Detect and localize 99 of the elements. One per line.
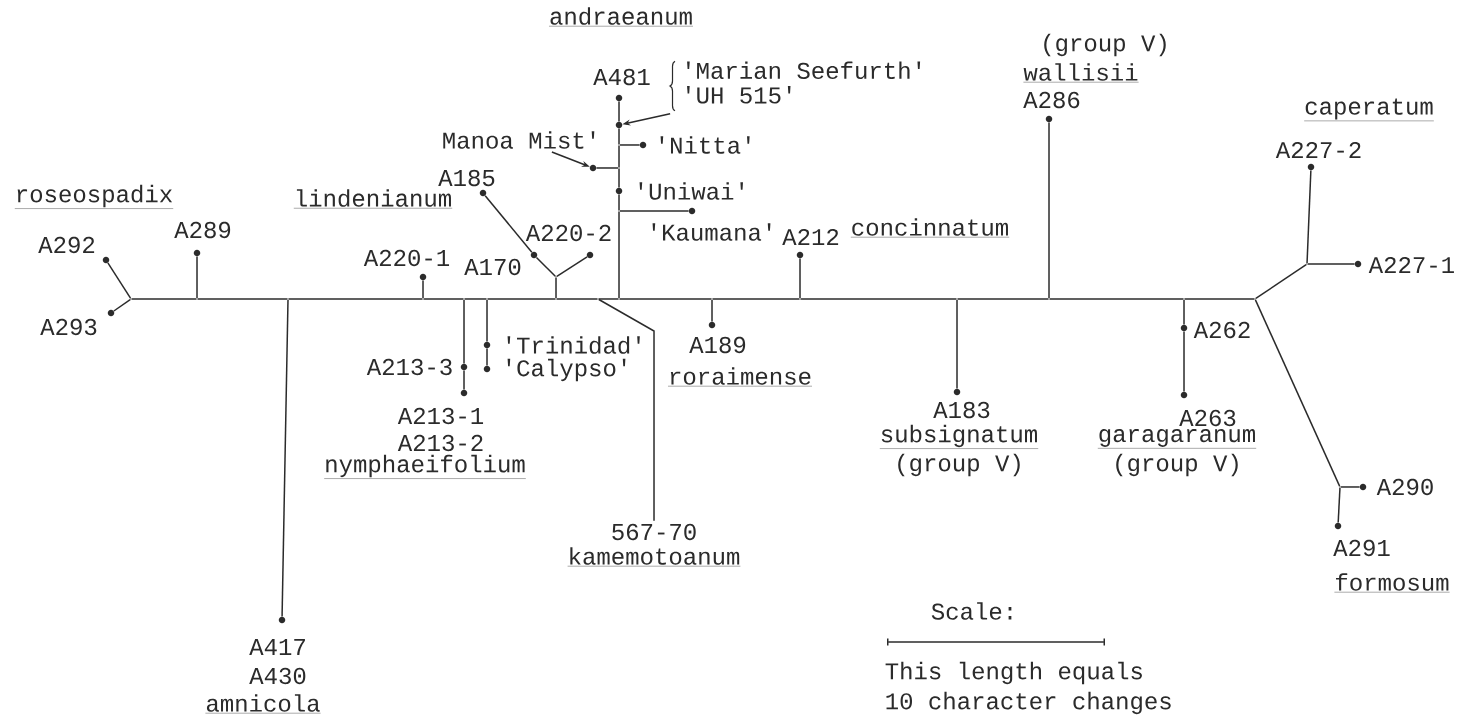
branch-line <box>484 194 533 254</box>
branch-line <box>619 144 641 146</box>
branch-line <box>1049 298 1184 300</box>
branch-line <box>1255 263 1307 300</box>
tip-label: A291 <box>1333 539 1390 557</box>
branch-line <box>107 262 132 299</box>
branch-line <box>196 255 198 299</box>
scale-title: Scale: <box>931 602 1012 620</box>
branch-line <box>463 369 465 391</box>
branch-line <box>197 298 288 300</box>
species-name: garagaranum <box>1097 429 1257 449</box>
branch-line <box>288 298 423 300</box>
branch-line <box>618 193 620 211</box>
branch-line <box>555 277 557 299</box>
species-name: concinnatum <box>850 218 1010 238</box>
branch-line <box>618 100 620 123</box>
tip-label: A185 <box>438 169 495 187</box>
branch-line <box>113 298 131 312</box>
group-note: (group V) <box>1116 453 1238 477</box>
tip-label: A481 <box>593 68 650 86</box>
species-name: roseospadix <box>14 184 174 209</box>
branch-line <box>487 298 556 300</box>
branch-line <box>712 298 800 300</box>
species-name: subsignatum <box>879 424 1039 449</box>
species-name: roraimense <box>667 367 813 387</box>
tip-label: 'Calypso' <box>507 358 626 382</box>
tip-label: A189 <box>689 336 746 354</box>
species-name: formosum <box>1334 573 1450 593</box>
branch-line <box>131 298 197 300</box>
cultivar-label: Manoa Mist' <box>443 131 595 149</box>
scale-note: 10 character changes <box>886 691 1171 715</box>
branch-line <box>800 298 957 300</box>
branch-line <box>1183 299 1185 326</box>
tip-label: A213-1 <box>397 407 484 425</box>
tip-label: 'Nitta' <box>660 136 750 154</box>
species-name: wallisii <box>1023 63 1139 83</box>
branch-line <box>1048 121 1050 299</box>
branch-line <box>956 299 958 390</box>
branch-line <box>1183 330 1185 393</box>
tip-label: A263 <box>1179 409 1236 427</box>
tip-label: A213-2 <box>397 434 483 452</box>
tip-label: A212 <box>782 228 839 245</box>
branch-line <box>464 298 487 300</box>
species-name: kamemotoanum <box>567 547 741 567</box>
branch-line <box>618 168 620 189</box>
branch-line <box>619 298 712 300</box>
branch-line <box>619 210 690 212</box>
branch-line <box>281 299 289 618</box>
tip-label: A286 <box>1023 91 1080 109</box>
tip-label: A290 <box>1376 478 1433 496</box>
branch-line <box>618 127 620 145</box>
tip-label: A292 <box>38 236 95 254</box>
tip-label: A227-2 <box>1275 141 1361 158</box>
group-note: (group V) <box>1044 33 1166 57</box>
branch-line <box>535 256 557 278</box>
species-name: amnicola <box>205 694 321 714</box>
branch-line <box>595 167 619 169</box>
branch-line <box>799 257 801 299</box>
group-note: (group V) <box>898 453 1020 477</box>
branch-line <box>618 211 620 299</box>
branch-line <box>463 299 465 365</box>
tip-label: A289 <box>174 221 231 239</box>
branch-line <box>1184 298 1255 300</box>
tip-label: 'Uniwai' <box>639 182 743 200</box>
cultivar-label: 'Marian Seefurth' 'UH 515' <box>687 61 921 104</box>
tip-label: 'Kaumana' <box>652 223 771 241</box>
tip-label: 567-70 <box>612 523 696 541</box>
tip-label: A417 <box>249 639 305 655</box>
branch-line <box>1307 263 1356 265</box>
branch-line <box>1306 169 1312 264</box>
tip-label: A430 <box>249 667 306 685</box>
branch-line <box>598 298 619 300</box>
species-name: lindenianum <box>293 189 453 209</box>
branch-line <box>957 298 1049 300</box>
species-name: andraeanum <box>548 7 694 27</box>
tip-label: A220-2 <box>525 224 611 242</box>
branch-line <box>711 299 713 323</box>
branch-line <box>618 145 620 168</box>
branch-line <box>598 298 655 522</box>
branch-line <box>556 256 588 278</box>
tip-label: 'Trinidad' <box>507 336 640 354</box>
branch-line <box>556 298 598 300</box>
branch-line <box>423 298 464 300</box>
scale-note: This length equals <box>885 661 1142 685</box>
species-name: nymphaeifolium <box>324 454 527 479</box>
tip-label: A293 <box>40 318 97 336</box>
tip-label: A227-1 <box>1368 256 1454 273</box>
branch-line <box>1340 486 1361 488</box>
tip-label: A220-1 <box>363 249 450 267</box>
tip-label: A170 <box>464 258 521 276</box>
tip-label: A213-3 <box>366 358 452 376</box>
branch-line <box>1337 487 1341 524</box>
branch-line <box>486 347 488 367</box>
tip-label: A183 <box>933 401 990 419</box>
species-name: caperatum <box>1304 98 1434 122</box>
branch-line <box>486 299 488 343</box>
branch-line <box>1254 299 1341 487</box>
branch-line <box>422 279 424 299</box>
tip-label: A262 <box>1193 321 1250 339</box>
